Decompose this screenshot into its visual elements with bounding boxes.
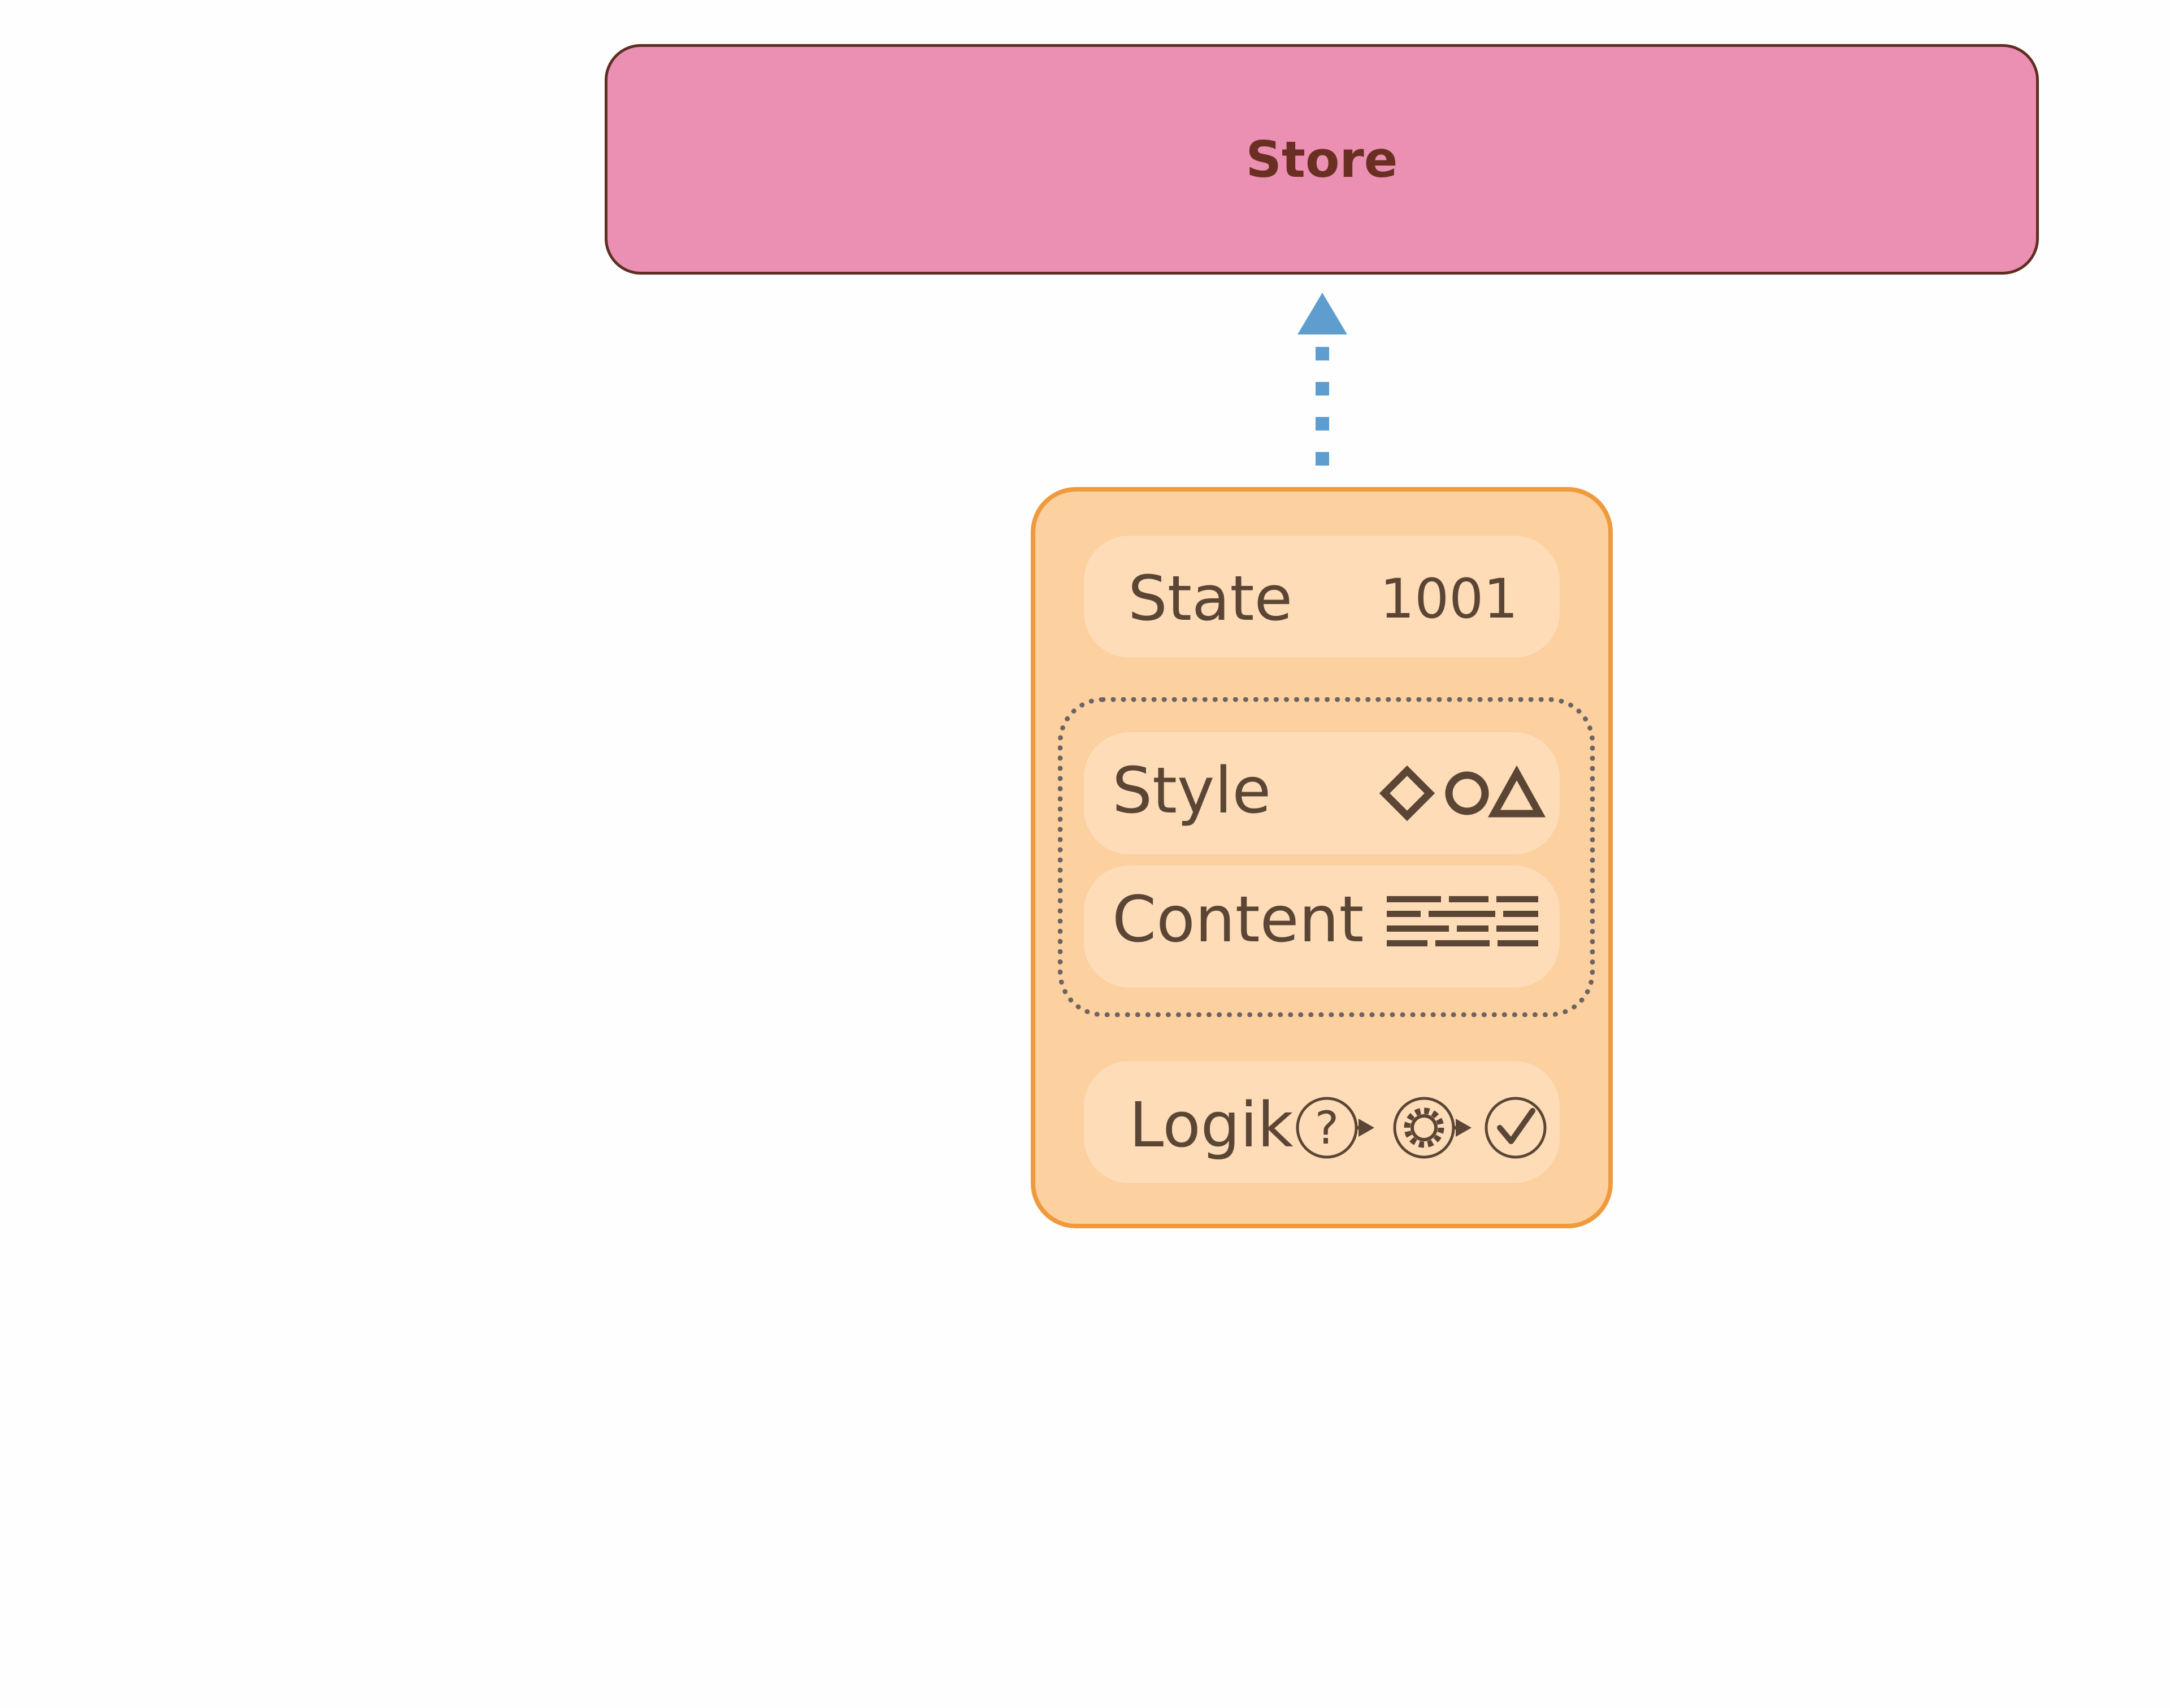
state-to-store-arrow bbox=[1297, 293, 1347, 597]
store-box: Store bbox=[605, 44, 2039, 275]
state-label: State bbox=[1128, 562, 1293, 634]
content-label: Content bbox=[1112, 883, 1364, 957]
question-gear-check-flow-icon: ? bbox=[1296, 1097, 1547, 1159]
store-label: Store bbox=[1245, 130, 1398, 189]
state-row bbox=[1084, 536, 1560, 658]
style-row bbox=[1084, 732, 1560, 854]
arrow-head-icon bbox=[1297, 293, 1347, 334]
logik-label: Logik bbox=[1129, 1089, 1294, 1161]
style-content-group bbox=[1058, 697, 1595, 1017]
logik-row bbox=[1084, 1061, 1560, 1183]
style-label: Style bbox=[1112, 754, 1271, 828]
svg-text:?: ? bbox=[1315, 1102, 1339, 1154]
state-value: 1001 bbox=[1380, 567, 1518, 631]
shapes-icon bbox=[1379, 765, 1546, 822]
text-lines-icon bbox=[1387, 896, 1538, 946]
